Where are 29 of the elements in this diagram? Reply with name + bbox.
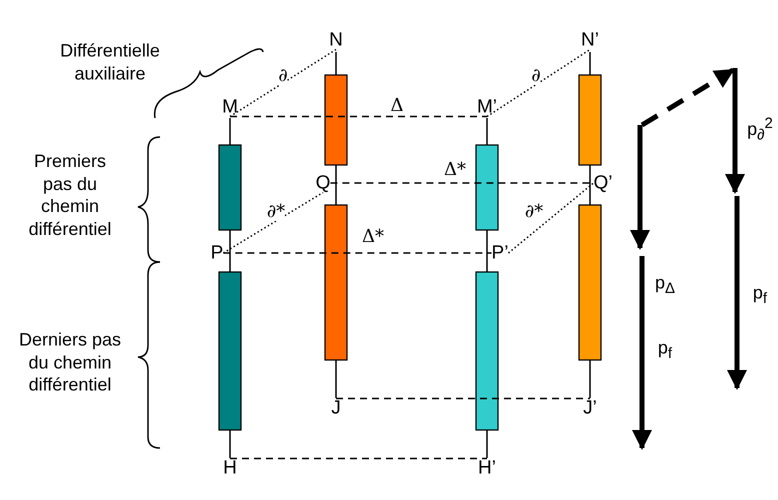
dotted-line — [486, 48, 590, 118]
point-label: J’ — [583, 398, 597, 418]
probability-label: p$_{f}$ — [656, 336, 674, 364]
probability-label: p$_{f}$ — [752, 281, 768, 309]
dashed-line — [230, 458, 487, 460]
point-label: M’ — [476, 98, 498, 116]
dotted-line — [230, 48, 336, 118]
point-label: P’ — [492, 244, 508, 262]
point-label: Q — [316, 174, 330, 192]
point-label: H — [223, 458, 237, 478]
dashed-line — [223, 252, 492, 254]
dotted-line — [508, 182, 594, 254]
edge-label: ∂ — [278, 67, 288, 85]
edge-label: ∂ — [531, 67, 541, 85]
point-label: J — [331, 398, 341, 418]
point-label: M — [222, 98, 238, 116]
probability-label: p$_{Δ}$ — [654, 271, 676, 299]
dashed-line — [336, 398, 590, 400]
point-label: P — [210, 244, 224, 262]
annotation-text: Différentielle auxiliaire — [59, 40, 161, 84]
annotation-text: Derniers pas du chemin différentiel — [18, 328, 122, 396]
dotted-line — [222, 192, 324, 254]
point-label: N’ — [581, 30, 599, 50]
point-label: H’ — [478, 458, 496, 478]
dashed-line — [230, 116, 487, 118]
edge-label: ∂* — [266, 203, 286, 221]
annotation-text: Premiers pas du chemin différentiel — [28, 150, 112, 240]
point-label: Q’ — [594, 174, 612, 192]
point-label: N — [329, 30, 343, 50]
